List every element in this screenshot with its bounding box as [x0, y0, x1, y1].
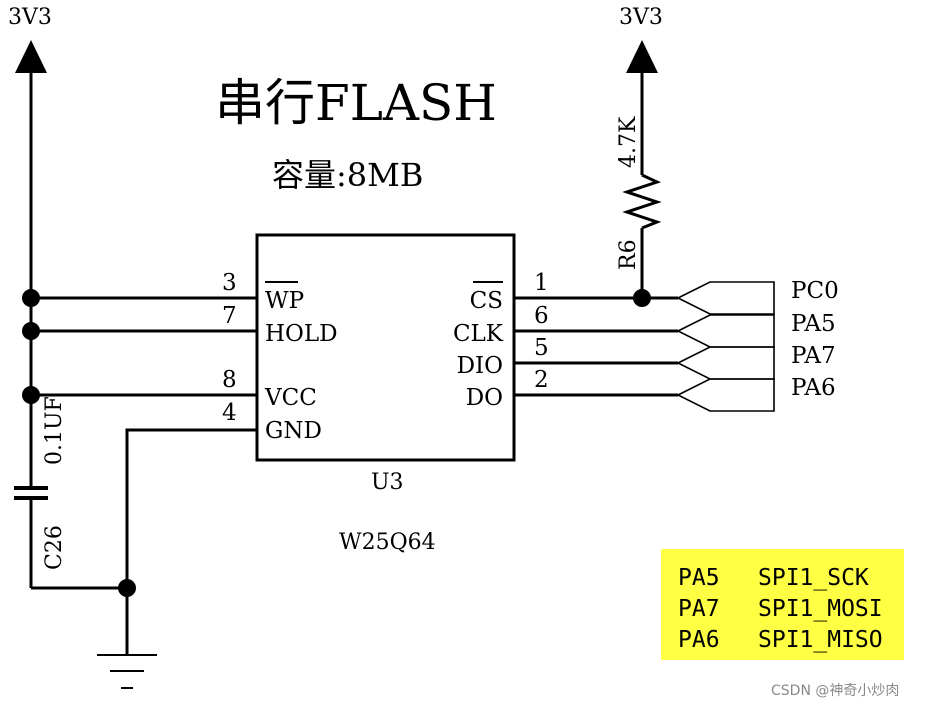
pin-number: 3 [222, 270, 237, 296]
pin-number: 8 [222, 367, 237, 393]
chip-body [255, 233, 516, 462]
pin-number: 4 [222, 400, 237, 426]
legend-function: SPI1_MOSI [758, 596, 883, 622]
pin-number: 7 [222, 303, 237, 329]
junction-dot [633, 289, 651, 307]
net-port-pc0 [676, 281, 775, 315]
legend-function: SPI1_SCK [758, 565, 869, 591]
pin-name-cs: CS [470, 288, 503, 314]
chip-part-number: W25Q64 [339, 530, 436, 555]
power-label-left: 3V3 [8, 5, 52, 30]
resistor-ref: R6 [616, 239, 641, 270]
net-port-pa5 [676, 314, 775, 348]
pin-number: 6 [534, 303, 549, 329]
pin-name-dio: DIO [457, 353, 503, 379]
net-label-pa7: PA7 [791, 343, 836, 369]
pin-number: 2 [534, 367, 549, 393]
schematic-title: 串行FLASH [215, 74, 497, 132]
capacitor-ref: C26 [42, 525, 67, 570]
net-label-pa6: PA6 [791, 375, 836, 401]
pin-name-do: DO [466, 385, 503, 411]
net-port-pa7 [676, 346, 775, 380]
legend-row: PA7 SPI1_MOSI [678, 594, 904, 625]
pin-name-wp: WP [265, 288, 304, 314]
capacity-label: 容量:8MB [272, 156, 423, 194]
pin-number: 1 [534, 270, 549, 296]
watermark: CSDN @神奇小炒肉 [771, 683, 900, 699]
gnd-wire [125, 428, 257, 655]
legend-pin: PA5 [678, 565, 720, 591]
pin-function-legend: PA5 SPI1_SCK PA7 SPI1_MOSI PA6 SPI1_MISO [661, 549, 904, 660]
pin-name-gnd: GND [265, 418, 322, 444]
chip-designator: U3 [371, 470, 404, 495]
net-label-pa5: PA5 [791, 311, 836, 337]
resistor-icon [622, 173, 662, 230]
power-label-right: 3V3 [619, 5, 663, 30]
legend-row: PA6 SPI1_MISO [678, 625, 904, 656]
resistor-value: 4.7K [616, 116, 641, 168]
legend-pin: PA7 [678, 596, 720, 622]
legend-function: SPI1_MISO [758, 627, 883, 653]
pin-name-clk: CLK [453, 321, 504, 347]
pin-number: 5 [534, 335, 549, 361]
legend-pin: PA6 [678, 627, 720, 653]
pin-name-hold: HOLD [265, 321, 338, 347]
net-label-pc0: PC0 [791, 278, 839, 304]
junction-dot [118, 579, 136, 597]
capacitor-value: 0.1UF [42, 396, 67, 465]
power-arrow-left-icon [15, 40, 47, 73]
power-arrow-right-icon [626, 40, 658, 73]
pin-name-vcc: VCC [264, 385, 317, 411]
legend-row: PA5 SPI1_SCK [678, 563, 904, 594]
net-port-pa6 [676, 378, 775, 412]
